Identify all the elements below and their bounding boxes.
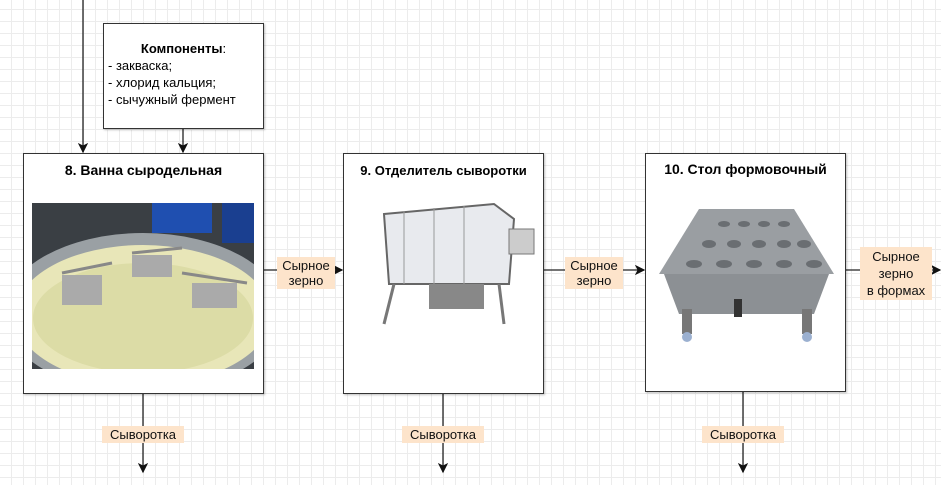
stage-8-box: 8. Ванна сыродельная xyxy=(23,153,264,394)
stage-title: 10. Стол формовочный xyxy=(664,161,827,177)
whey-separator-image xyxy=(382,202,535,325)
molding-table-image xyxy=(659,209,834,342)
components-title: Компоненты xyxy=(140,41,223,56)
waste-label-8: Сыворотка xyxy=(102,426,184,443)
components-box: Компоненты: - закваска; - хлорид кальция… xyxy=(103,23,264,129)
component-item: - хлорид кальция; xyxy=(108,75,217,90)
component-item: - закваска; xyxy=(108,58,173,73)
cheese-vat-image xyxy=(32,203,254,369)
stage-title: 9. Отделитель сыворотки xyxy=(360,163,527,178)
component-item: - сычужный фермент xyxy=(108,92,236,107)
stage-10-box: 10. Стол формовочный xyxy=(645,153,846,392)
waste-label-10: Сыворотка xyxy=(702,426,784,443)
stage-title: 8. Ванна сыродельная xyxy=(64,162,223,178)
stage-9-box: 9. Отделитель сыворотки xyxy=(343,153,544,394)
waste-label-9: Сыворотка xyxy=(402,426,484,443)
